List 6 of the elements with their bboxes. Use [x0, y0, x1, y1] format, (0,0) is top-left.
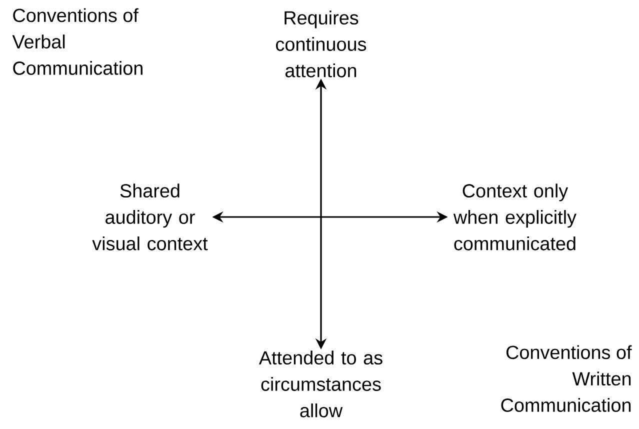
axis-label: Shared auditory or visual context: [92, 184, 208, 250]
axis-label: Attended to as circumstances allow: [258, 350, 382, 418]
axis-label: Requires continuous attention: [276, 10, 366, 78]
axis-label: Context only when explicitly communicated: [453, 184, 576, 250]
corner-label: Conventions of Verbal Communication: [12, 8, 142, 75]
corner-label: Conventions of Written Communication: [501, 345, 632, 412]
